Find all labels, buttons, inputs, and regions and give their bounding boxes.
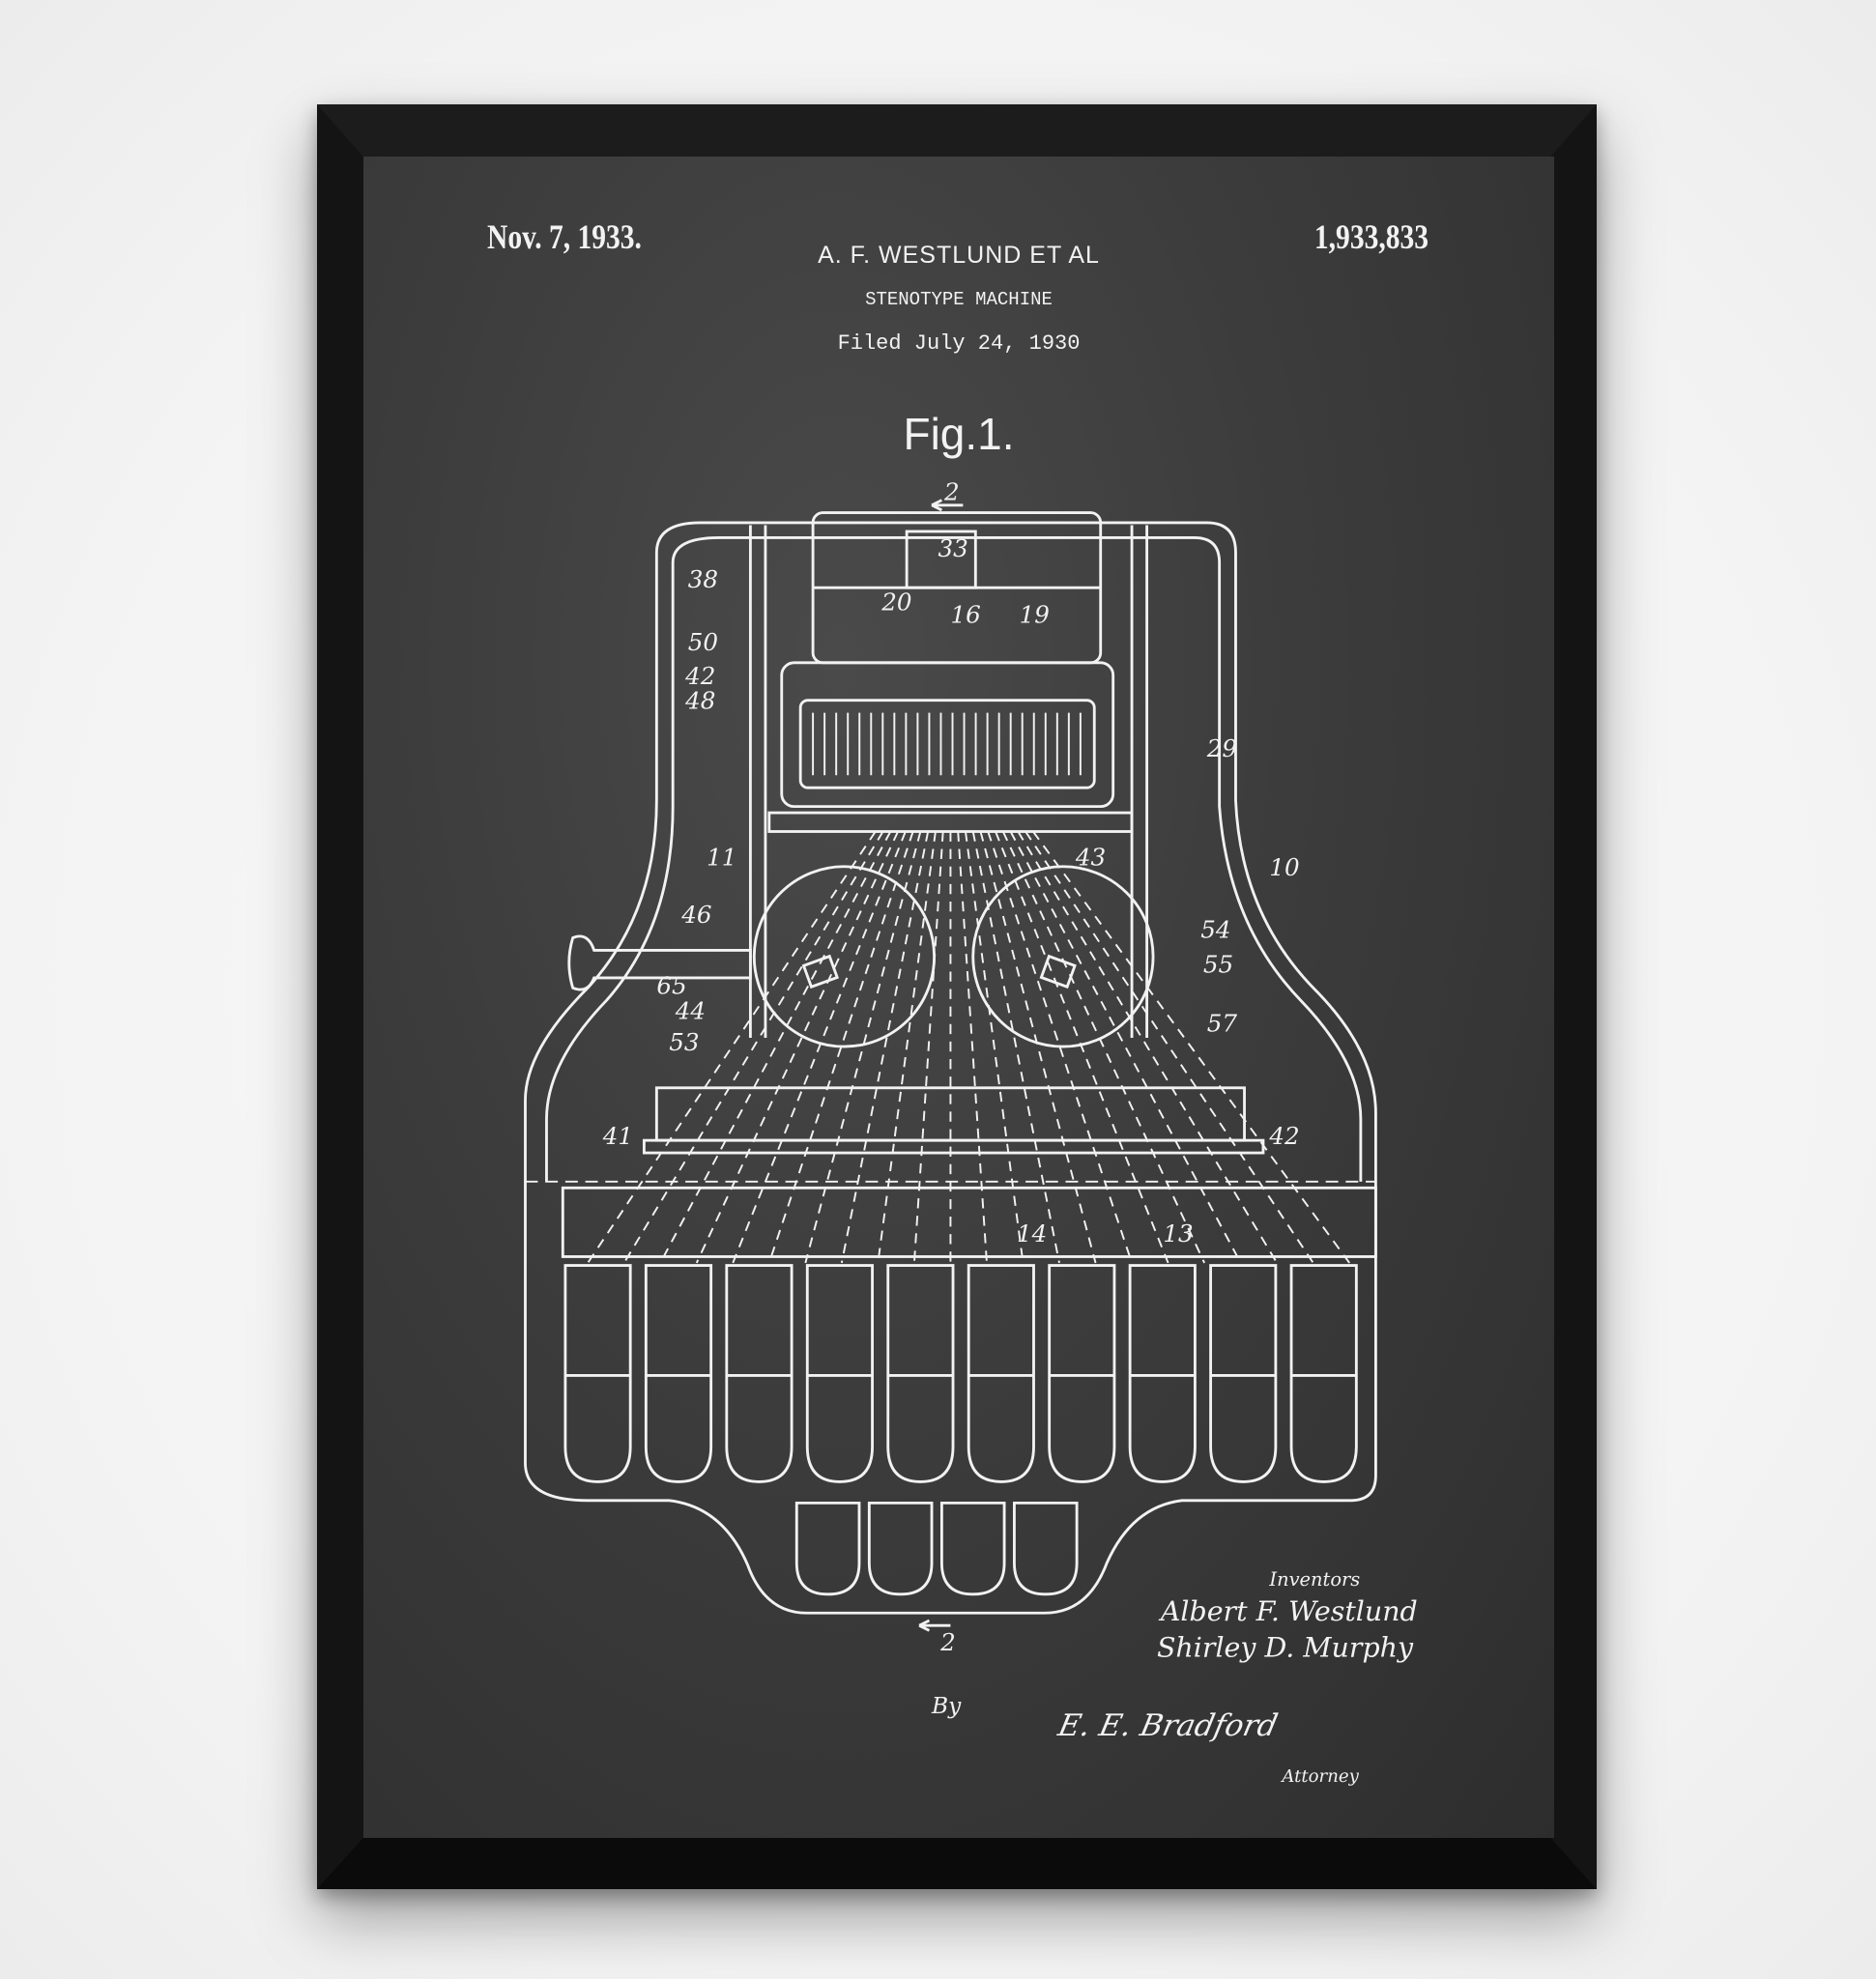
reference-numeral: 41 — [602, 1122, 633, 1150]
reference-numeral: 42 — [684, 662, 715, 690]
reference-numeral: 16 — [950, 600, 980, 628]
steno-key — [888, 1266, 953, 1482]
vowel-key — [941, 1503, 1004, 1593]
reference-numeral: 54 — [1200, 916, 1230, 944]
steno-key — [807, 1266, 872, 1482]
right-disc — [973, 867, 1153, 1047]
reference-numeral: 55 — [1203, 951, 1233, 979]
steno-key — [1050, 1266, 1114, 1482]
linkage-line — [878, 832, 936, 1263]
linkage-line — [966, 832, 1024, 1263]
reference-numeral: 13 — [1163, 1219, 1193, 1248]
key-bar — [563, 1188, 1375, 1256]
reference-numeral: 48 — [684, 687, 715, 715]
inventor-1-signature: Albert F. Westlund — [1158, 1595, 1418, 1627]
type-bar-carriage — [782, 663, 1113, 807]
steno-key — [565, 1266, 630, 1482]
linkage-line — [697, 832, 898, 1263]
reference-numeral: 20 — [880, 588, 911, 616]
attorney-label: Attorney — [1280, 1766, 1359, 1787]
frame-bevel-top — [317, 104, 1597, 157]
attorney-signature: E. E. Bradford — [1054, 1708, 1281, 1743]
reference-numeral: 50 — [688, 628, 718, 656]
vowel-key — [869, 1503, 932, 1593]
reference-numeral: 11 — [707, 843, 736, 871]
reference-numeral: 46 — [680, 901, 711, 929]
steno-key — [968, 1266, 1033, 1482]
reference-numeral: 53 — [669, 1028, 699, 1056]
reference-numeral: 19 — [1020, 600, 1050, 628]
linkage-line — [973, 832, 1059, 1263]
chalkboard-patent-print: Nov. 7, 1933. 1,933,833 A. F. WESTLUND E… — [363, 157, 1554, 1838]
inventor-2-signature: Shirley D. Murphy — [1157, 1632, 1414, 1664]
reference-numeral: 43 — [1075, 843, 1106, 871]
reference-numeral: 10 — [1269, 853, 1299, 881]
vowel-key — [1014, 1503, 1077, 1593]
reference-numeral: 33 — [938, 534, 968, 562]
linkage-line — [805, 832, 920, 1263]
housing-inner — [546, 537, 1360, 1181]
reference-numeral: 29 — [1206, 734, 1237, 762]
frame-bevel-bottom — [317, 1838, 1597, 1889]
reference-numeral: 42 — [1268, 1122, 1299, 1150]
reference-numeral: 38 — [688, 565, 718, 593]
reference-numeral: 2 — [939, 1628, 956, 1656]
reference-numeral: 65 — [656, 972, 686, 1000]
steno-key — [646, 1266, 710, 1482]
linkage-line — [996, 832, 1169, 1263]
steno-key — [1211, 1266, 1276, 1482]
reference-numeral: 14 — [1017, 1219, 1047, 1248]
linkage-line — [1033, 832, 1349, 1263]
steno-key — [727, 1266, 792, 1482]
vowel-key — [796, 1503, 859, 1593]
linkage-line — [958, 832, 987, 1263]
steno-key — [1291, 1266, 1356, 1482]
linkage-line — [914, 832, 943, 1263]
reference-numeral: 57 — [1207, 1010, 1238, 1038]
by-label: By — [931, 1693, 962, 1719]
steno-key — [1130, 1266, 1195, 1482]
left-disc — [754, 867, 934, 1047]
stenotype-drawing: 2333820161950424829114310465465554453574… — [363, 157, 1554, 1838]
linkage-line — [733, 832, 906, 1263]
linkage-line — [588, 832, 876, 1263]
linkage-line — [1011, 832, 1241, 1263]
reference-numeral: 44 — [675, 997, 706, 1025]
linkage-line — [1003, 832, 1204, 1263]
reference-numeral: 2 — [943, 478, 960, 506]
inventors-label: Inventors — [1268, 1568, 1360, 1591]
